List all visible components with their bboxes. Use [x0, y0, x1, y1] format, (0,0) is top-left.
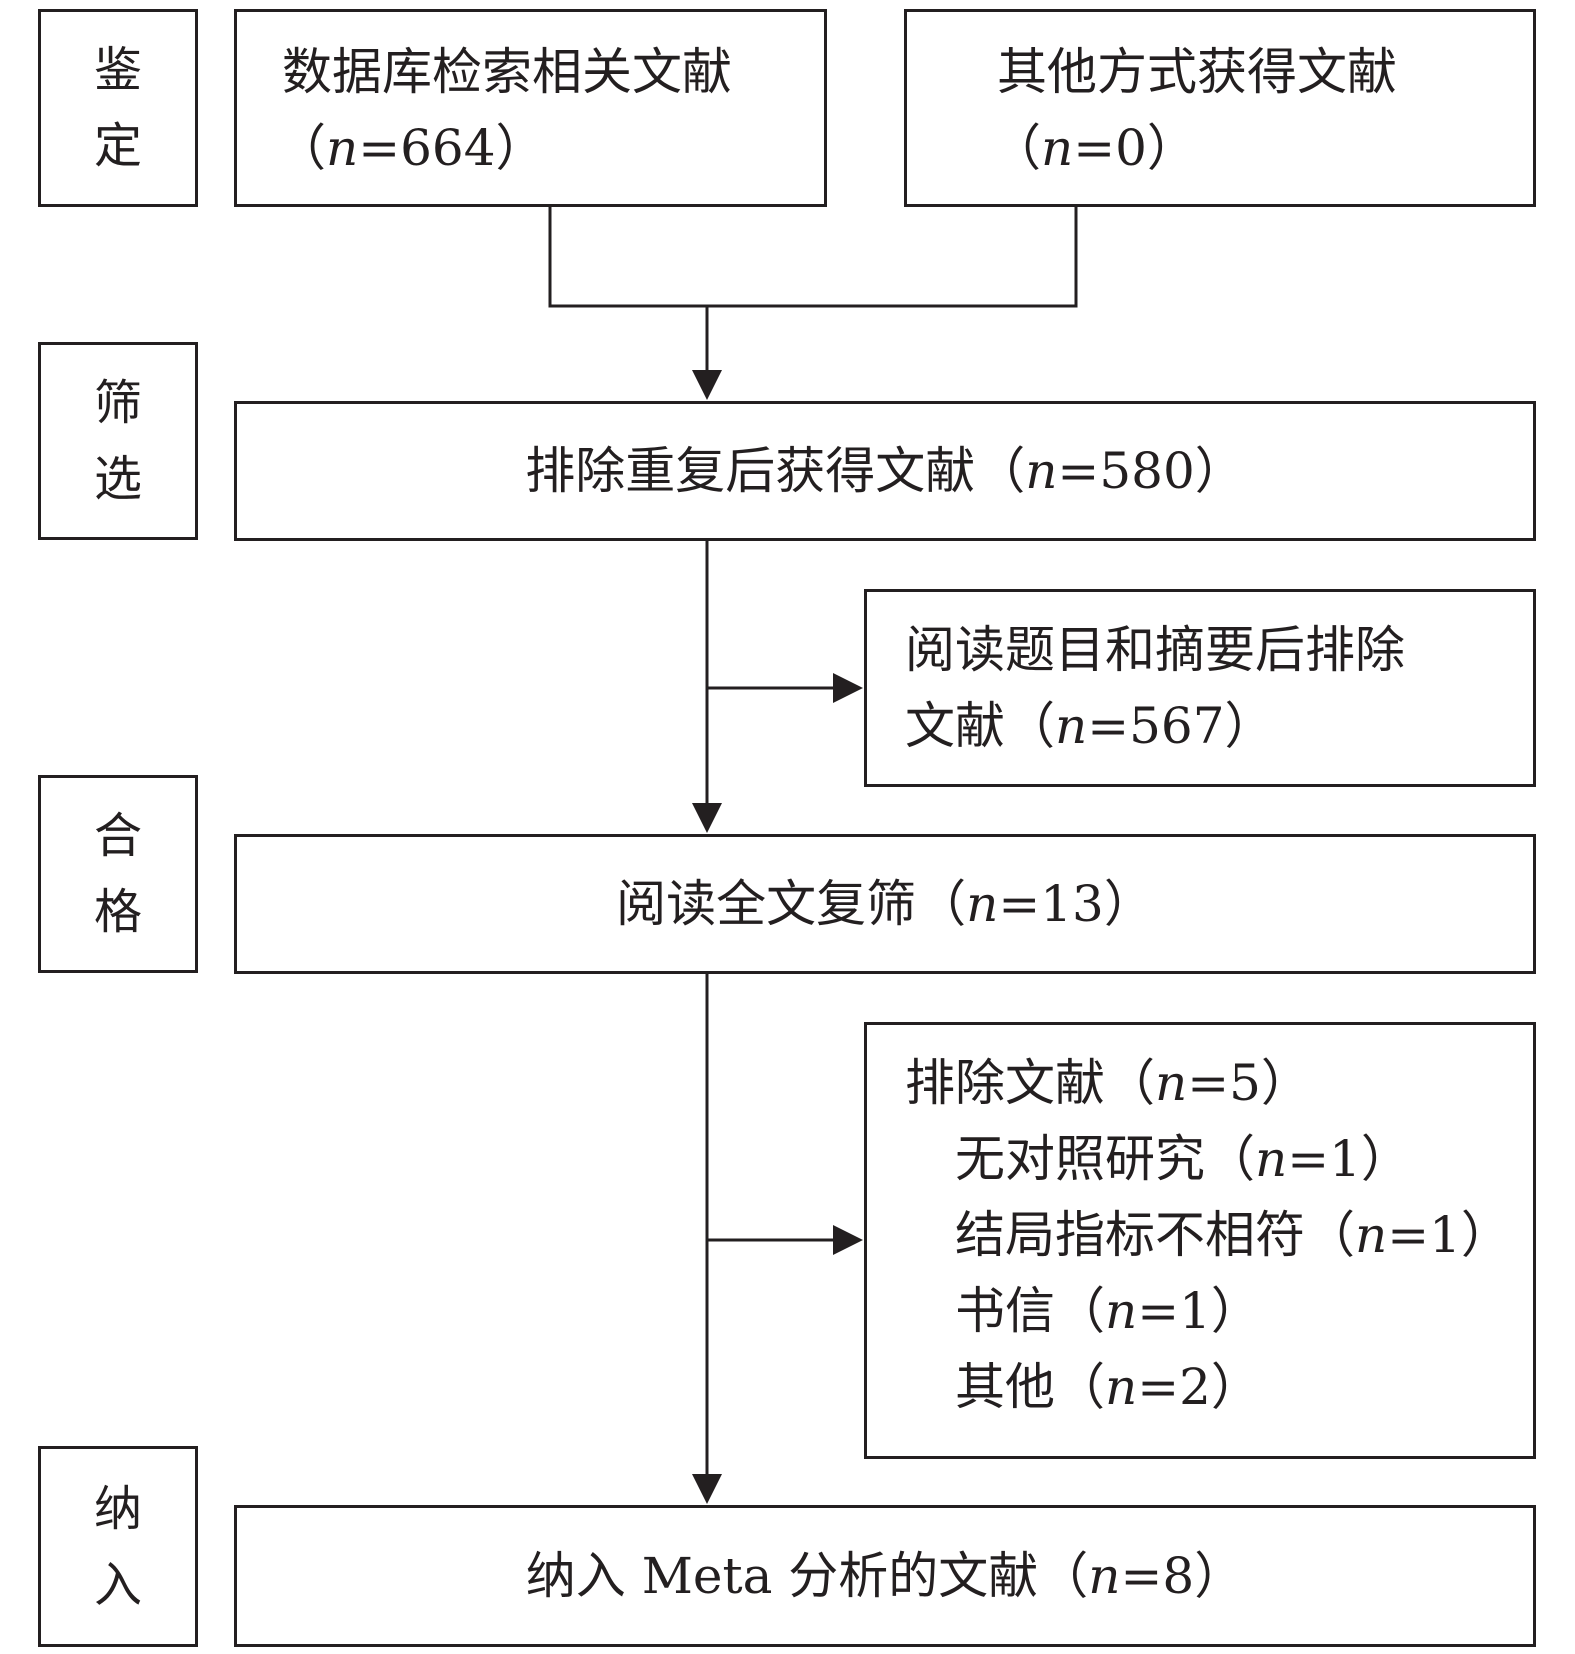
stage-eligibility: 合 格 — [38, 775, 198, 973]
fulltext-review-count: （n=13） — [916, 875, 1154, 933]
stage-char: 鉴 — [93, 42, 142, 98]
exclusion-reason: 其他（n=2） — [955, 1358, 1261, 1416]
deduplicated-records-box: 排除重复后获得文献（n=580） — [234, 401, 1536, 541]
database-records-label: 数据库检索相关文献 — [282, 43, 732, 101]
stage-char: 定 — [93, 118, 142, 174]
stage-identification: 鉴 定 — [38, 9, 198, 207]
fulltext-review-label: 阅读全文复筛 — [616, 875, 917, 933]
deduplicated-records-label: 排除重复后获得文献 — [525, 442, 976, 500]
other-sources-count: （n=0） — [991, 119, 1197, 177]
stage-included: 纳 入 — [38, 1446, 198, 1647]
exclusion-reason: 书信（n=1） — [955, 1282, 1261, 1340]
database-records-count: （n=664） — [276, 119, 546, 177]
included-studies-box: 纳入 Meta 分析的文献（n=8） — [234, 1505, 1536, 1647]
included-studies-label: 纳入 Meta 分析的文献 — [525, 1547, 1039, 1605]
stage-char: 入 — [93, 1556, 142, 1613]
fulltext-review-box: 阅读全文复筛（n=13） — [234, 834, 1536, 974]
title-abstract-excluded-label-line2: 文献 — [905, 697, 1005, 755]
fulltext-excluded-box: 排除文献（n=5） 无对照研究（n=1） 结局指标不相符（n=1） 书信（n=1… — [864, 1022, 1536, 1459]
exclusion-reason: 结局指标不相符（n=1） — [955, 1206, 1511, 1264]
fulltext-excluded-label: 排除文献 — [905, 1054, 1105, 1112]
exclusion-reason: 无对照研究（n=1） — [955, 1130, 1411, 1188]
merge-line — [548, 207, 1078, 308]
stage-char: 选 — [93, 451, 142, 507]
stage-char: 筛 — [93, 375, 142, 431]
stage-char: 格 — [93, 884, 142, 940]
included-studies-count: （n=8） — [1038, 1547, 1245, 1605]
database-records-box: 数据库检索相关文献 （n=664） — [234, 9, 827, 207]
title-abstract-excluded-label: 阅读题目和摘要后排除 — [905, 621, 1405, 679]
stage-char: 合 — [93, 808, 142, 864]
title-abstract-excluded-box: 阅读题目和摘要后排除 文献（n=567） — [864, 589, 1536, 787]
stage-screening: 筛 选 — [38, 342, 198, 540]
fulltext-excluded-count: （n=5） — [1105, 1054, 1311, 1112]
stage-char: 纳 — [93, 1480, 142, 1537]
title-abstract-excluded-count: （n=567） — [1005, 697, 1275, 755]
other-sources-label: 其他方式获得文献 — [997, 43, 1397, 101]
deduplicated-records-count: （n=580） — [975, 442, 1245, 500]
other-sources-box: 其他方式获得文献 （n=0） — [904, 9, 1536, 207]
